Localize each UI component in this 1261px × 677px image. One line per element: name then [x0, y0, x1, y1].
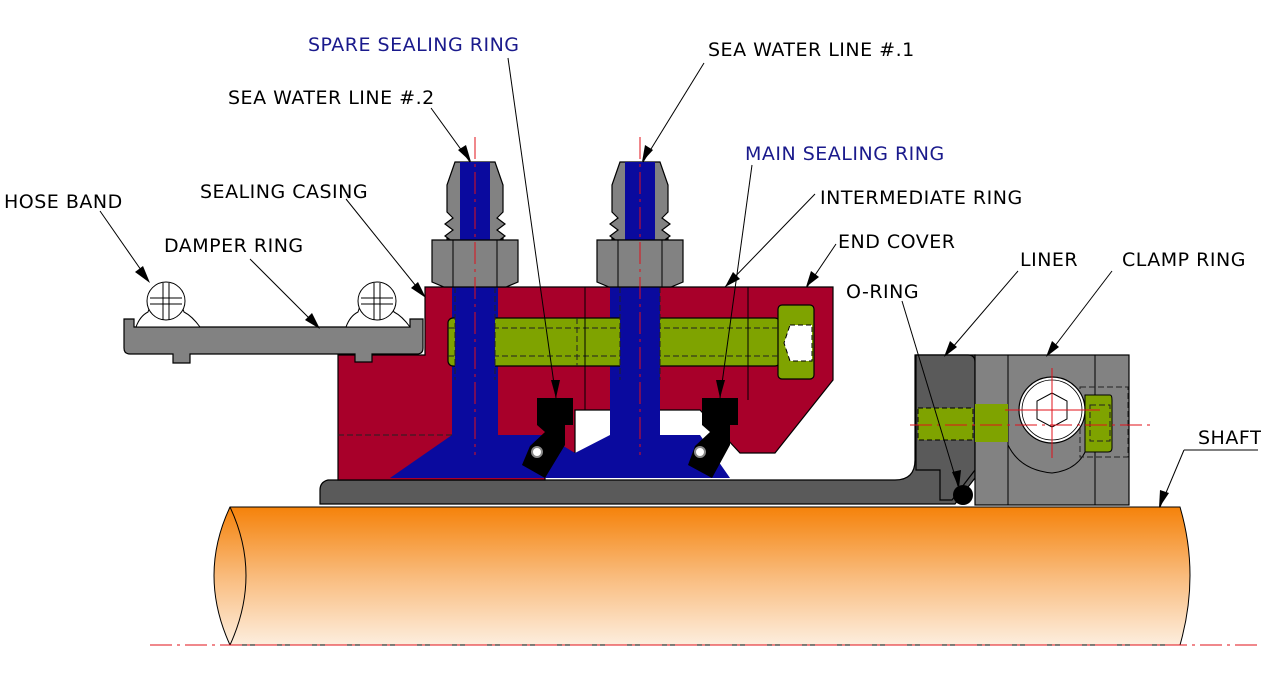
garter-spring [531, 446, 543, 458]
label-damper-ring: DAMPER RING [164, 235, 304, 257]
liner-bolt [917, 404, 1008, 442]
shaft-end-ellipse [229, 506, 247, 646]
label-end-cover: END COVER [838, 231, 955, 253]
label-main-sealing-ring: MAIN SEALING RING [745, 143, 945, 165]
spare-sealing-ring [522, 398, 573, 478]
casing-bolt [447, 304, 815, 380]
label-o-ring: O-RING [846, 281, 919, 303]
label-spare-sealing-ring: SPARE SEALING RING [308, 34, 520, 56]
garter-spring [694, 446, 706, 458]
label-hose-band: HOSE BAND [4, 191, 123, 213]
shaft [213, 506, 1191, 646]
label-liner: LINER [1020, 249, 1078, 271]
label-shaft: SHAFT [1198, 427, 1261, 449]
hose-band-left [135, 281, 201, 328]
label-sea-water-line-2: SEA WATER LINE #.2 [228, 87, 435, 109]
label-sea-water-line-1: SEA WATER LINE #.1 [708, 39, 915, 61]
label-clamp-ring: CLAMP RING [1122, 249, 1246, 271]
bolt-head-socket [783, 324, 813, 362]
damper-ring [123, 318, 424, 364]
hose-band-right [345, 281, 411, 328]
main-sealing-ring [688, 398, 738, 478]
label-intermediate-ring: INTERMEDIATE RING [820, 187, 1023, 209]
label-sealing-casing: SEALING CASING [200, 181, 368, 203]
o-ring [953, 485, 973, 505]
leaders [99, 57, 1258, 508]
